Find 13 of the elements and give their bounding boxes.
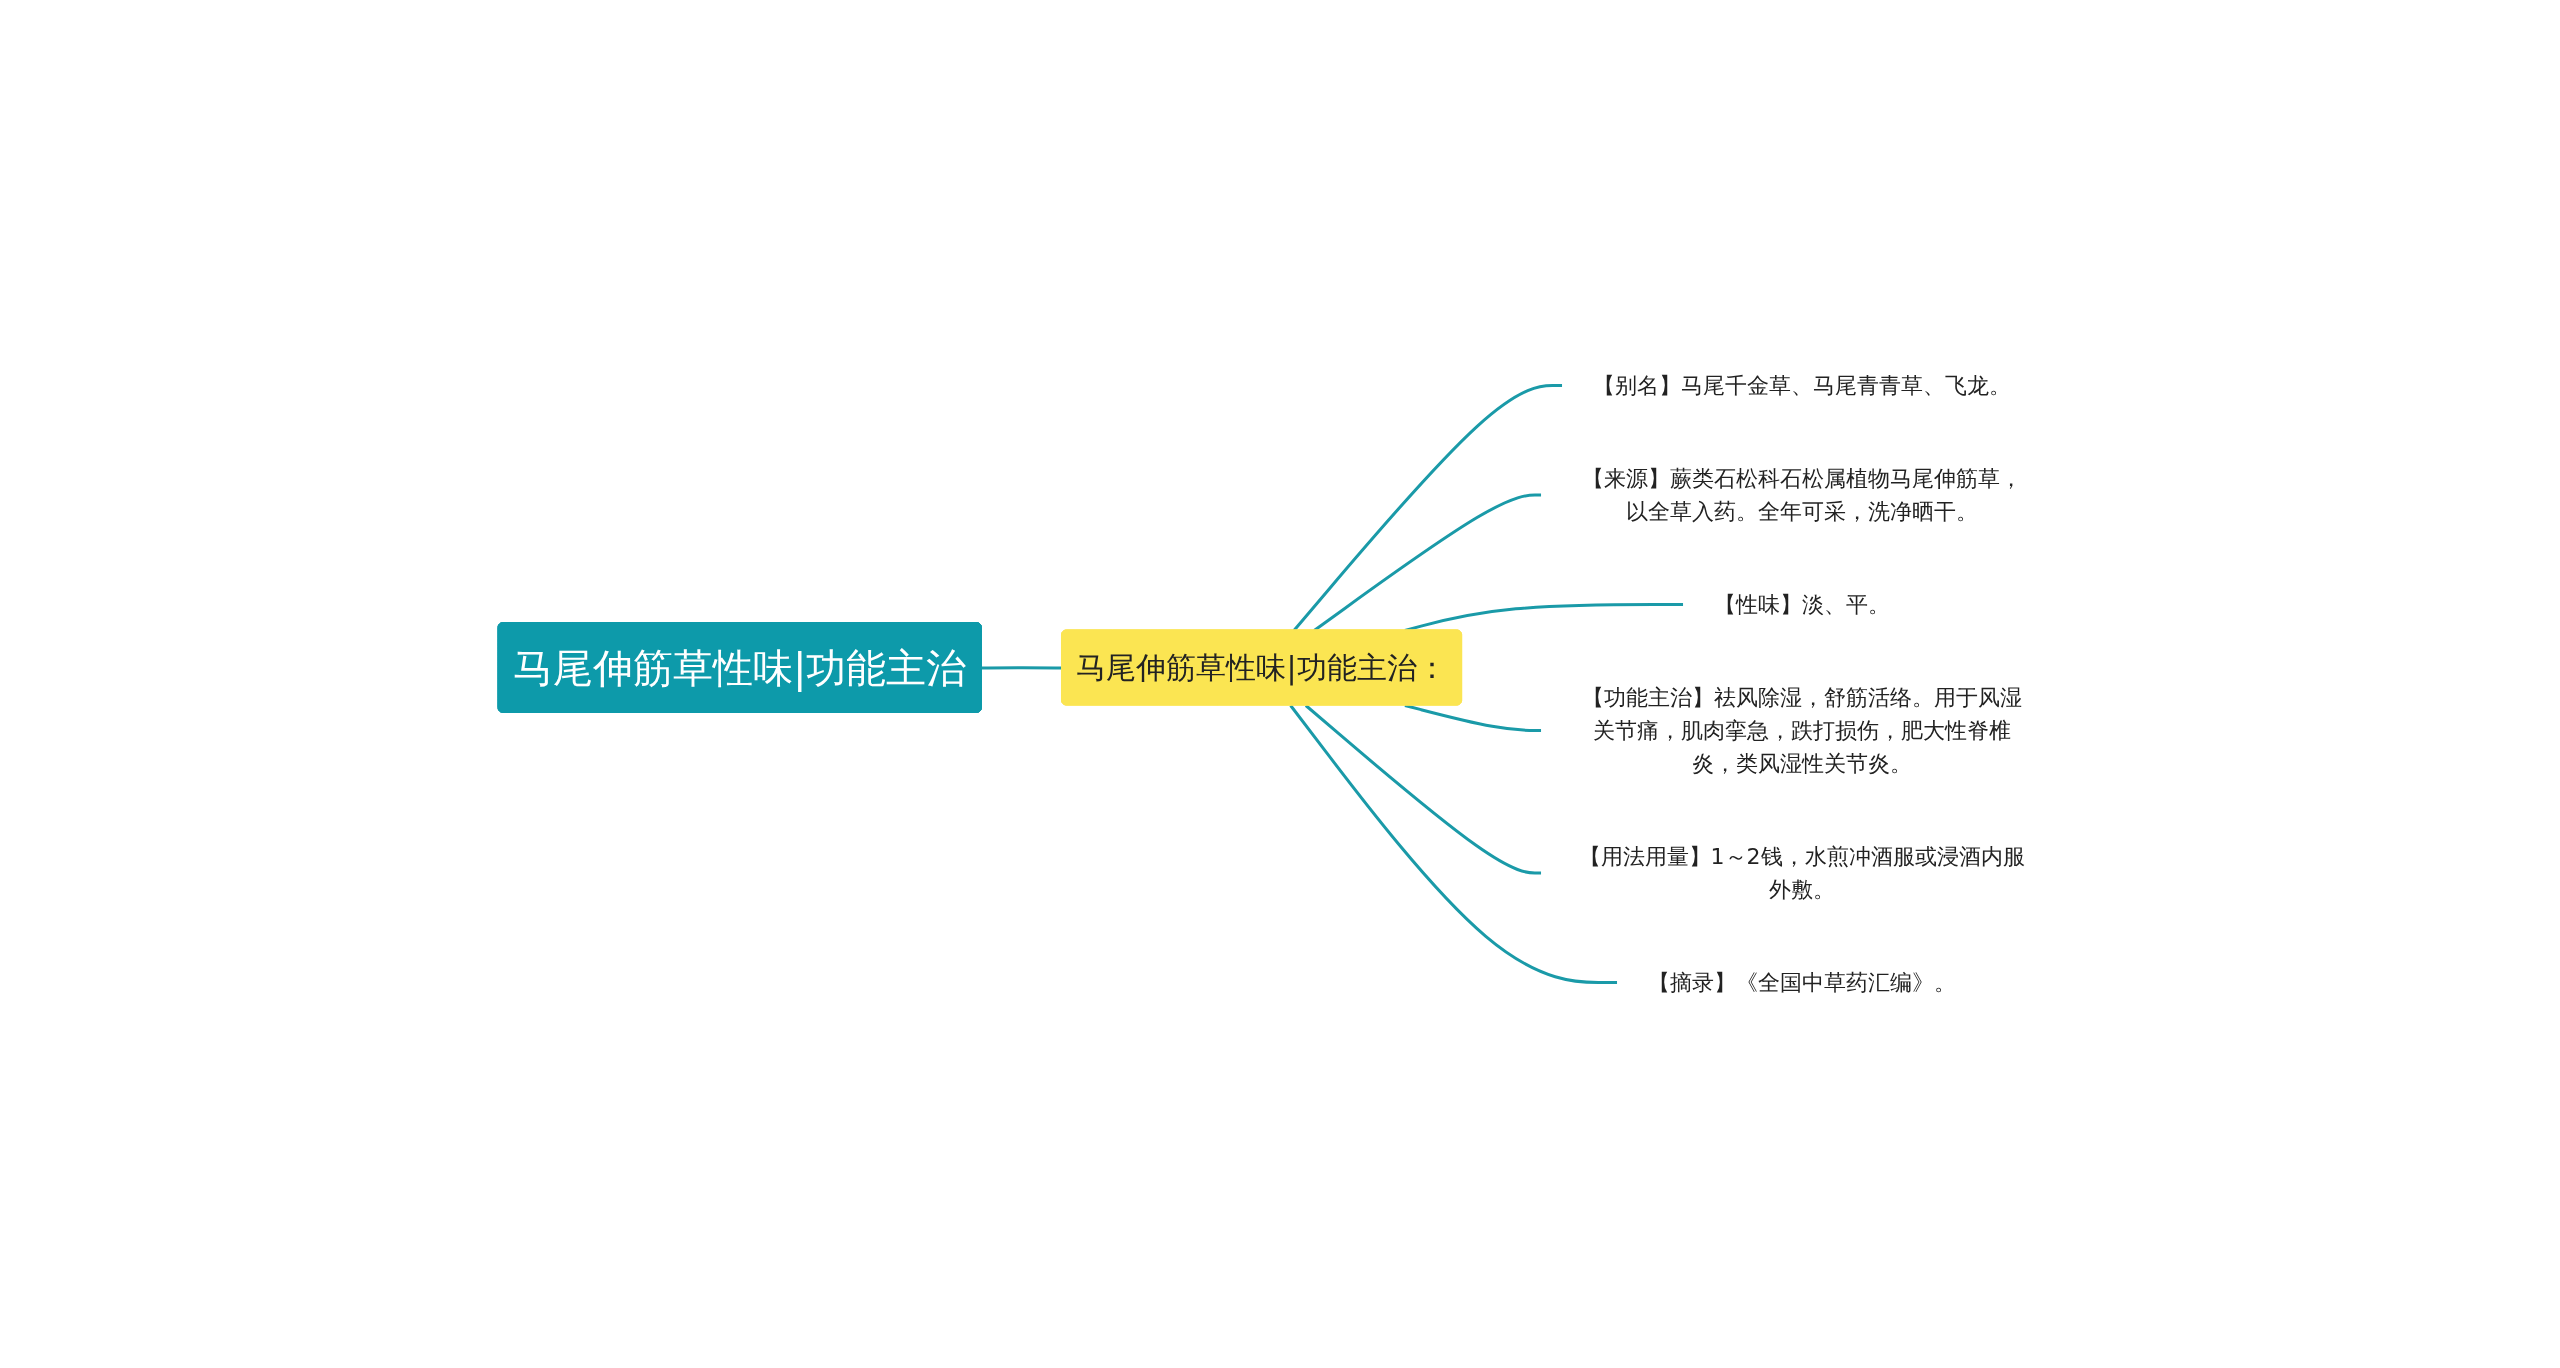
node-text: 【功能主治】祛风除湿，舒筋活络。用于风湿关节痛，肌肉挛急，跌打损伤，肥大性脊椎炎，类风湿性关节炎。 — [1581, 685, 2022, 776]
connector — [1404, 603, 1684, 632]
connector — [982, 666, 1063, 670]
connector — [1313, 493, 1542, 632]
connector — [1293, 384, 1563, 632]
node-text: 【性味】淡、平。 — [1713, 592, 1890, 617]
node-text: 【别名】马尾千金草、马尾青青草、飞龙。 — [1592, 373, 2011, 398]
node-text: 【来源】蕨类石松科石松属植物马尾伸筋草，以全草入药。全年可采，洗净晒干。 — [1581, 466, 2022, 524]
node-text: 【用法用量】1～2钱，水煎冲酒服或浸酒内服外敷。 — [1578, 844, 2025, 902]
connector — [1305, 704, 1542, 875]
node-text: 【摘录】《全国中草药汇编》。 — [1647, 970, 1956, 995]
connector — [1289, 704, 1618, 984]
connector — [1404, 704, 1542, 732]
